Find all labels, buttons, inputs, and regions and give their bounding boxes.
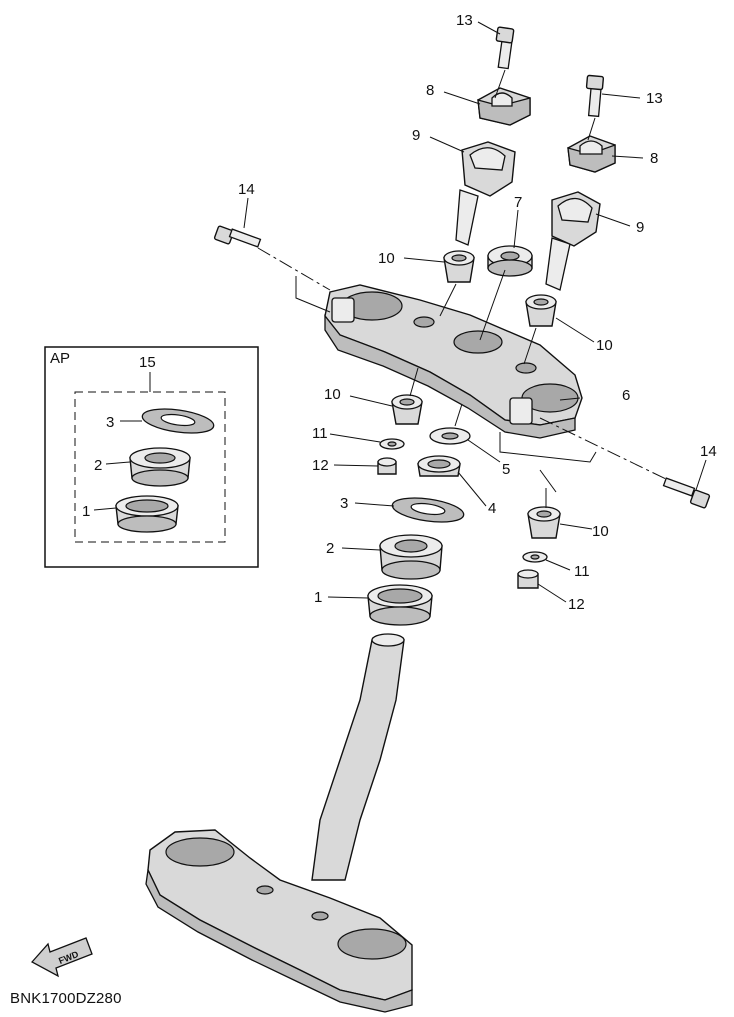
washer-11-right: [522, 551, 548, 563]
callout-4: 4: [488, 500, 496, 517]
diagram-code: BNK1700DZ280: [10, 990, 122, 1007]
forward-arrow-icon: FWD: [30, 937, 93, 978]
callout-8-right: 8: [650, 150, 658, 167]
bushing-10-lower-right: [527, 506, 561, 539]
bearing-2: [379, 534, 443, 580]
callout-13-right: 13: [646, 90, 663, 107]
ap-inset-group-box: [74, 391, 226, 543]
callout-9-right: 9: [636, 219, 644, 236]
callout-1: 1: [314, 589, 322, 606]
steering-stem-lower-bracket: [145, 633, 413, 1013]
ap-bearing-race-1: [115, 495, 179, 533]
bushing-10-upper-left: [443, 250, 475, 283]
handlebar-holder-upper-8-right: [567, 135, 616, 173]
bolt-13-left: [495, 26, 515, 70]
ap-bearing-2: [129, 447, 191, 487]
callout-10-upper-right: 10: [596, 337, 613, 354]
upper-bracket-6: [324, 284, 583, 439]
bushing-10-lower-left: [391, 394, 423, 425]
callout-12-left: 12: [312, 457, 329, 474]
callout-9-left: 9: [412, 127, 420, 144]
bearing-race-1: [367, 584, 433, 626]
ap-callout-3: 3: [106, 414, 114, 431]
ap-callout-1: 1: [82, 503, 90, 520]
callout-6: 6: [622, 387, 630, 404]
washer-5: [429, 427, 471, 445]
ap-inset-group-number: 15: [139, 354, 156, 371]
callout-3: 3: [340, 495, 348, 512]
handlebar-holder-lower-9-left: [455, 141, 516, 246]
callout-13-left: 13: [456, 12, 473, 29]
bolt-14-upper: [213, 225, 262, 248]
ap-callout-2: 2: [94, 457, 102, 474]
nut-12-right: [517, 569, 539, 589]
ap-inset-title: AP: [50, 350, 70, 367]
callout-12-right: 12: [568, 596, 585, 613]
callout-labels: 13 8 9 13 8 9 7 14 10 10 10 6 11 12 5 4 …: [238, 12, 717, 613]
ap-dust-seal-3: [141, 408, 215, 434]
callout-14-lower: 14: [700, 443, 717, 460]
callout-2: 2: [326, 540, 334, 557]
callout-11-left: 11: [312, 425, 328, 442]
nut-12-left: [377, 457, 397, 475]
ring-nut-4: [417, 455, 461, 477]
callout-5: 5: [502, 461, 510, 478]
leader-lines: [243, 21, 707, 603]
callout-11-right: 11: [574, 563, 590, 580]
handlebar-holder-upper-8-left: [477, 87, 531, 126]
washer-11-left: [379, 438, 405, 450]
callout-7: 7: [514, 194, 522, 211]
handlebar-holder-lower-9-right: [545, 191, 601, 291]
callout-10-lower-right: 10: [592, 523, 609, 540]
damper-7: [487, 245, 533, 277]
bushing-10-upper-right: [525, 294, 557, 327]
callout-10-upper-left: 10: [378, 250, 395, 267]
callout-8-left: 8: [426, 82, 434, 99]
dust-seal-3: [391, 497, 465, 523]
bolt-14-lower: [662, 477, 711, 509]
bolt-13-right: [585, 74, 605, 118]
callout-10-lower-left: 10: [324, 386, 341, 403]
callout-14-upper: 14: [238, 181, 255, 198]
ap-inset: AP 15 3 2 1: [44, 346, 259, 568]
